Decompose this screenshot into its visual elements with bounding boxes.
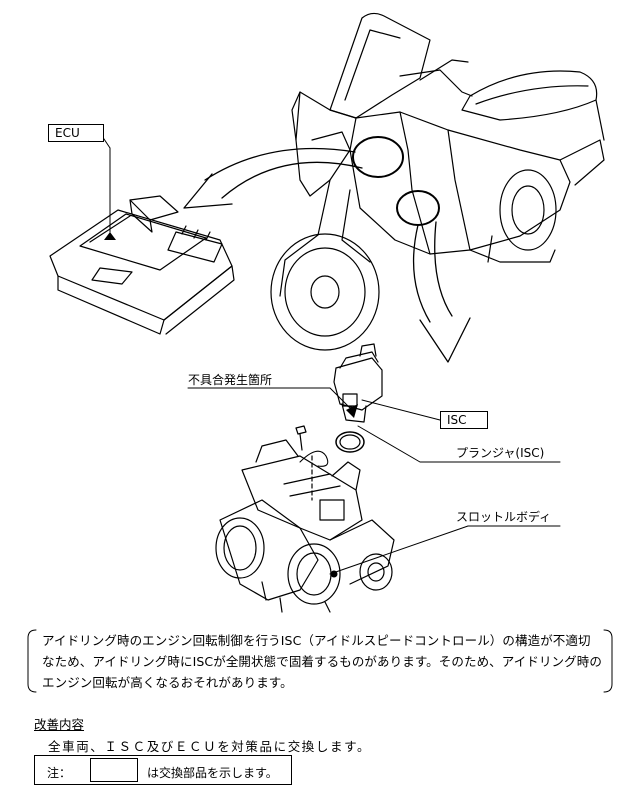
remedy-text: 全車両、ＩＳＣ及びＥＣＵを対策品に交換します。 <box>48 739 372 754</box>
plunger-label: プランジャ(ISC) <box>456 446 545 460</box>
defect-description: アイドリング時のエンジン回転制御を行うISC（アイドルスピードコントロール）の構… <box>42 633 602 690</box>
note-text: は交換部品を示します。 <box>147 766 278 780</box>
remedy-heading: 改善内容 <box>34 717 85 732</box>
isc-location-circle <box>396 190 440 226</box>
bolt-drawing <box>295 425 307 451</box>
isc-arrow <box>412 224 431 323</box>
defect-location-label: 不具合発生箇所 <box>188 373 273 387</box>
throttle-body-label: スロットルボディ <box>456 510 552 524</box>
isc-label: ISC <box>440 411 488 429</box>
isc-drawing <box>333 343 383 423</box>
replacement-part-swatch <box>90 758 138 782</box>
note-label: 注： <box>47 766 72 780</box>
scooter-drawing <box>270 12 605 351</box>
throttle-body-drawing <box>215 439 395 613</box>
ecu-location-circle <box>352 136 404 178</box>
ecu-drawing <box>49 195 235 335</box>
ecu-arrow <box>204 147 356 181</box>
ecu-label: ECU <box>48 124 104 142</box>
note-box: 注： は交換部品を示します。 <box>34 755 292 785</box>
